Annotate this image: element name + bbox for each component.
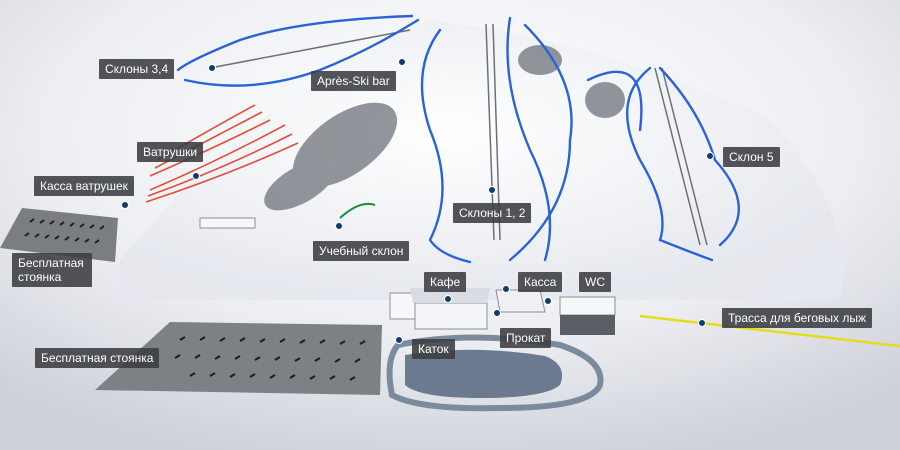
label-tubing-ticket[interactable]: Касса ватрушек	[34, 176, 134, 196]
parking-lot-small	[0, 208, 118, 262]
cross-country-track-line	[639, 314, 900, 348]
parked-cars-small	[24, 218, 105, 244]
label-training-slope[interactable]: Учебный склон	[313, 241, 410, 261]
tubing-tracks	[145, 104, 299, 203]
map-pin	[444, 295, 452, 303]
map-pin	[395, 336, 403, 344]
ski-pistes	[176, 14, 740, 264]
map-pin	[544, 297, 552, 305]
label-rental[interactable]: Прокат	[500, 328, 552, 348]
skating-rink-ice	[405, 349, 563, 398]
parked-cars-large	[174, 336, 366, 381]
parking-lot-large	[95, 322, 382, 395]
map-pin	[706, 152, 714, 160]
label-tubing[interactable]: Ватрушки	[137, 142, 204, 162]
label-cross-country-track[interactable]: Трасса для беговых лыж	[722, 308, 873, 328]
training-slope-route	[339, 202, 376, 219]
label-slopes-1-2[interactable]: Склоны 1, 2	[453, 203, 532, 223]
map-pin	[208, 64, 216, 72]
map-pin	[335, 222, 343, 230]
label-skating-rink[interactable]: Каток	[412, 339, 455, 359]
map-pin	[493, 309, 501, 317]
label-slopes-3-4[interactable]: Склоны 3,4	[99, 59, 175, 79]
forest	[264, 45, 625, 211]
map-pin	[192, 172, 200, 180]
label-ticket-office[interactable]: Касса	[518, 272, 563, 292]
label-apres-ski-bar[interactable]: Après-Ski bar	[311, 71, 396, 91]
label-slope-5[interactable]: Склон 5	[723, 147, 780, 167]
map-pin	[488, 186, 496, 194]
label-wc[interactable]: WC	[579, 272, 611, 292]
map-pin	[121, 201, 129, 209]
label-parking-small[interactable]: Бесплатная стоянка	[12, 253, 92, 287]
label-cafe[interactable]: Кафе	[424, 272, 467, 292]
label-parking-large[interactable]: Бесплатная стоянка	[35, 348, 160, 368]
map-pin	[398, 58, 406, 66]
map-pin	[698, 319, 706, 327]
map-pin	[502, 285, 510, 293]
